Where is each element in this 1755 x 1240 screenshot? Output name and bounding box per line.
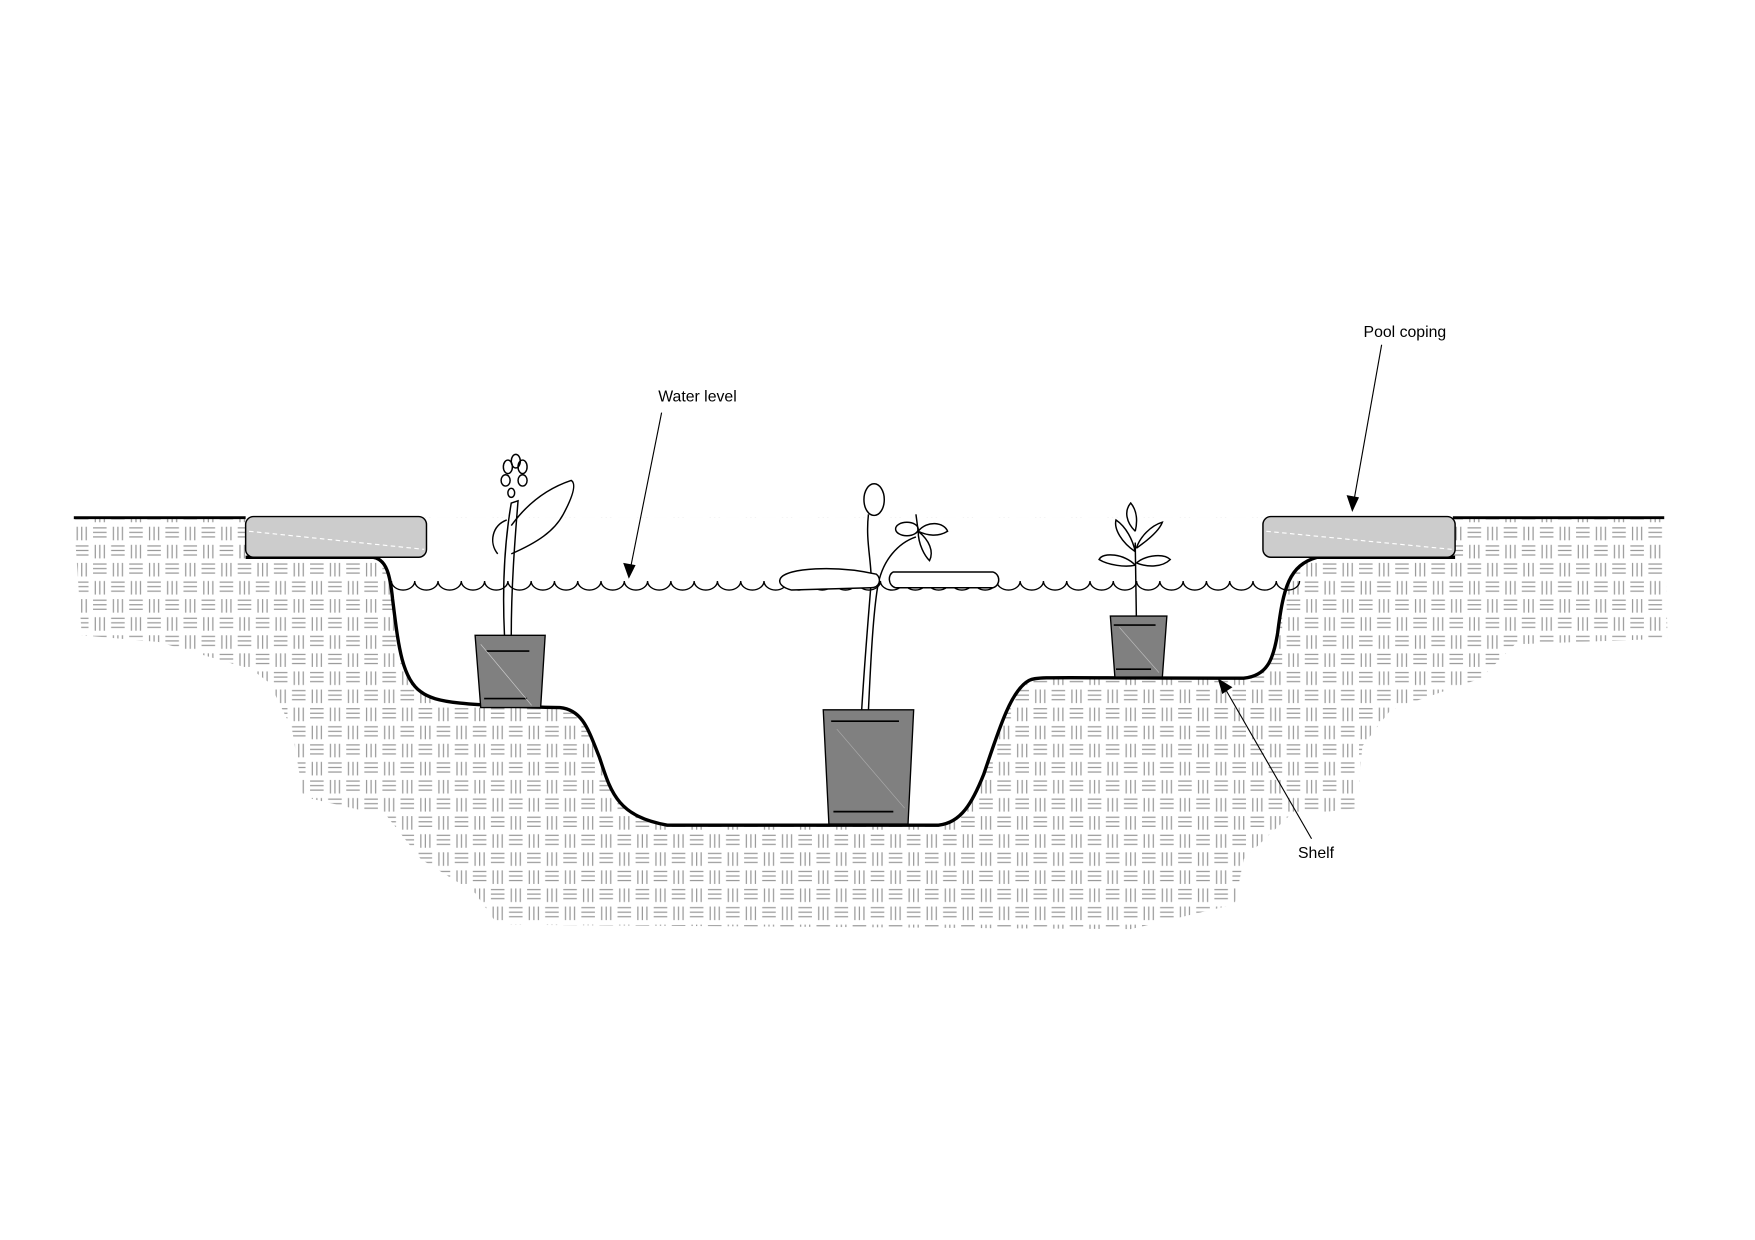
plant-pot-right <box>1109 615 1168 678</box>
pool-coping-right <box>1262 515 1456 558</box>
annotation-shelf: Shelf <box>1217 678 1335 862</box>
plant-pot-left <box>474 634 546 709</box>
annotation-pool-coping: Pool coping <box>1346 324 1447 513</box>
label-shelf: Shelf <box>1298 845 1335 862</box>
label-pool-coping: Pool coping <box>1364 324 1447 341</box>
marginal-plant-right <box>1098 501 1172 617</box>
label-water-level: Water level <box>658 388 737 405</box>
water-surface <box>390 580 1301 591</box>
pond-water-area <box>373 517 1323 826</box>
annotation-water-level: Water level <box>623 388 737 579</box>
water-lily-center <box>779 483 1000 710</box>
pool-coping-left <box>244 515 428 558</box>
plant-pot-center <box>822 709 915 825</box>
marginal-plant-left <box>491 453 575 636</box>
pond-liner <box>245 555 1456 827</box>
